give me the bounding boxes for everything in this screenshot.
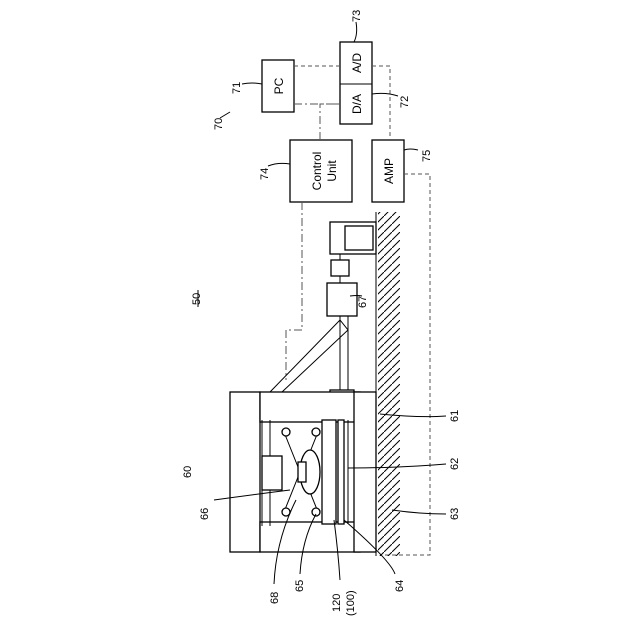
ref-63: 63 <box>449 508 461 520</box>
ref-100: (100) <box>345 590 357 616</box>
ref-68: 68 <box>269 592 281 604</box>
ref-62: 62 <box>449 458 461 470</box>
ref-73: 73 <box>351 10 363 22</box>
ref-60: 60 <box>182 466 194 478</box>
amp-label: AMP <box>382 158 396 184</box>
test-frame <box>230 392 376 552</box>
ref-65: 65 <box>294 580 306 592</box>
da-label: D/A <box>350 94 364 114</box>
ref-70: 70 <box>213 118 225 130</box>
amp-block: AMP <box>372 140 404 202</box>
support-strut <box>270 320 354 392</box>
base-ground <box>376 212 400 556</box>
pc-block: PC <box>262 60 294 112</box>
control-unit-label-line2: Unit <box>325 160 339 182</box>
pc-label: PC <box>272 77 286 94</box>
ref-75: 75 <box>421 150 433 162</box>
ref-64: 64 <box>394 580 406 592</box>
ad-label: A/D <box>350 53 364 73</box>
ref-72: 72 <box>399 96 411 108</box>
actuator-assembly <box>327 222 376 420</box>
ref-120: 120 <box>331 594 343 612</box>
control-unit-label-line1: Control <box>310 152 324 191</box>
ref-74: 74 <box>259 168 271 180</box>
ref-71: 71 <box>231 82 243 94</box>
ref-67: 67 <box>357 296 369 308</box>
control-unit-block: Control Unit <box>290 140 352 202</box>
ref-50: 50 <box>191 293 203 305</box>
ad-da-block: A/D D/A <box>340 42 372 124</box>
ref-61: 61 <box>449 410 461 422</box>
ref-66: 66 <box>199 508 211 520</box>
